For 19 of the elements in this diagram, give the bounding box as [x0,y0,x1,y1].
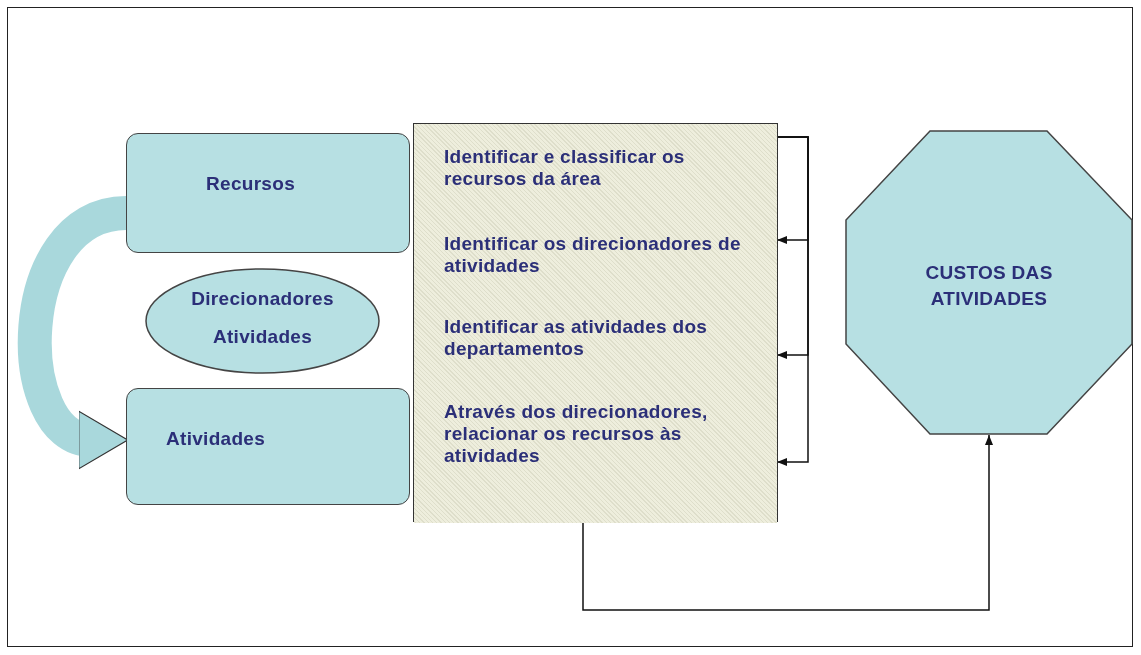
node-label: Através dos direcionadores, relacionar os recursos às atividades [444,401,709,467]
node-label: Direcionadores Atividades [190,287,335,349]
connector-arrow [582,434,993,611]
node-label: Recursos [206,173,295,195]
connector-arrow [776,136,809,466]
step-row [414,216,777,301]
octagon-node [845,130,1133,435]
ellipse-node [145,268,380,374]
step-row [414,386,777,523]
node-label: Identificar e classificar os recursos da área [444,146,686,190]
steps-panel [413,123,778,522]
node-label: CUSTOS DAS ATIVIDADES [924,261,1054,311]
step-row [414,301,777,386]
step-row [414,124,777,216]
node-label: Identificar as atividades dos departamentos [444,316,709,360]
node-label: Atividades [166,428,266,450]
process-box [126,388,410,505]
node-label: Identificar os direcionadores de atividades [444,233,742,277]
process-box [126,133,410,253]
